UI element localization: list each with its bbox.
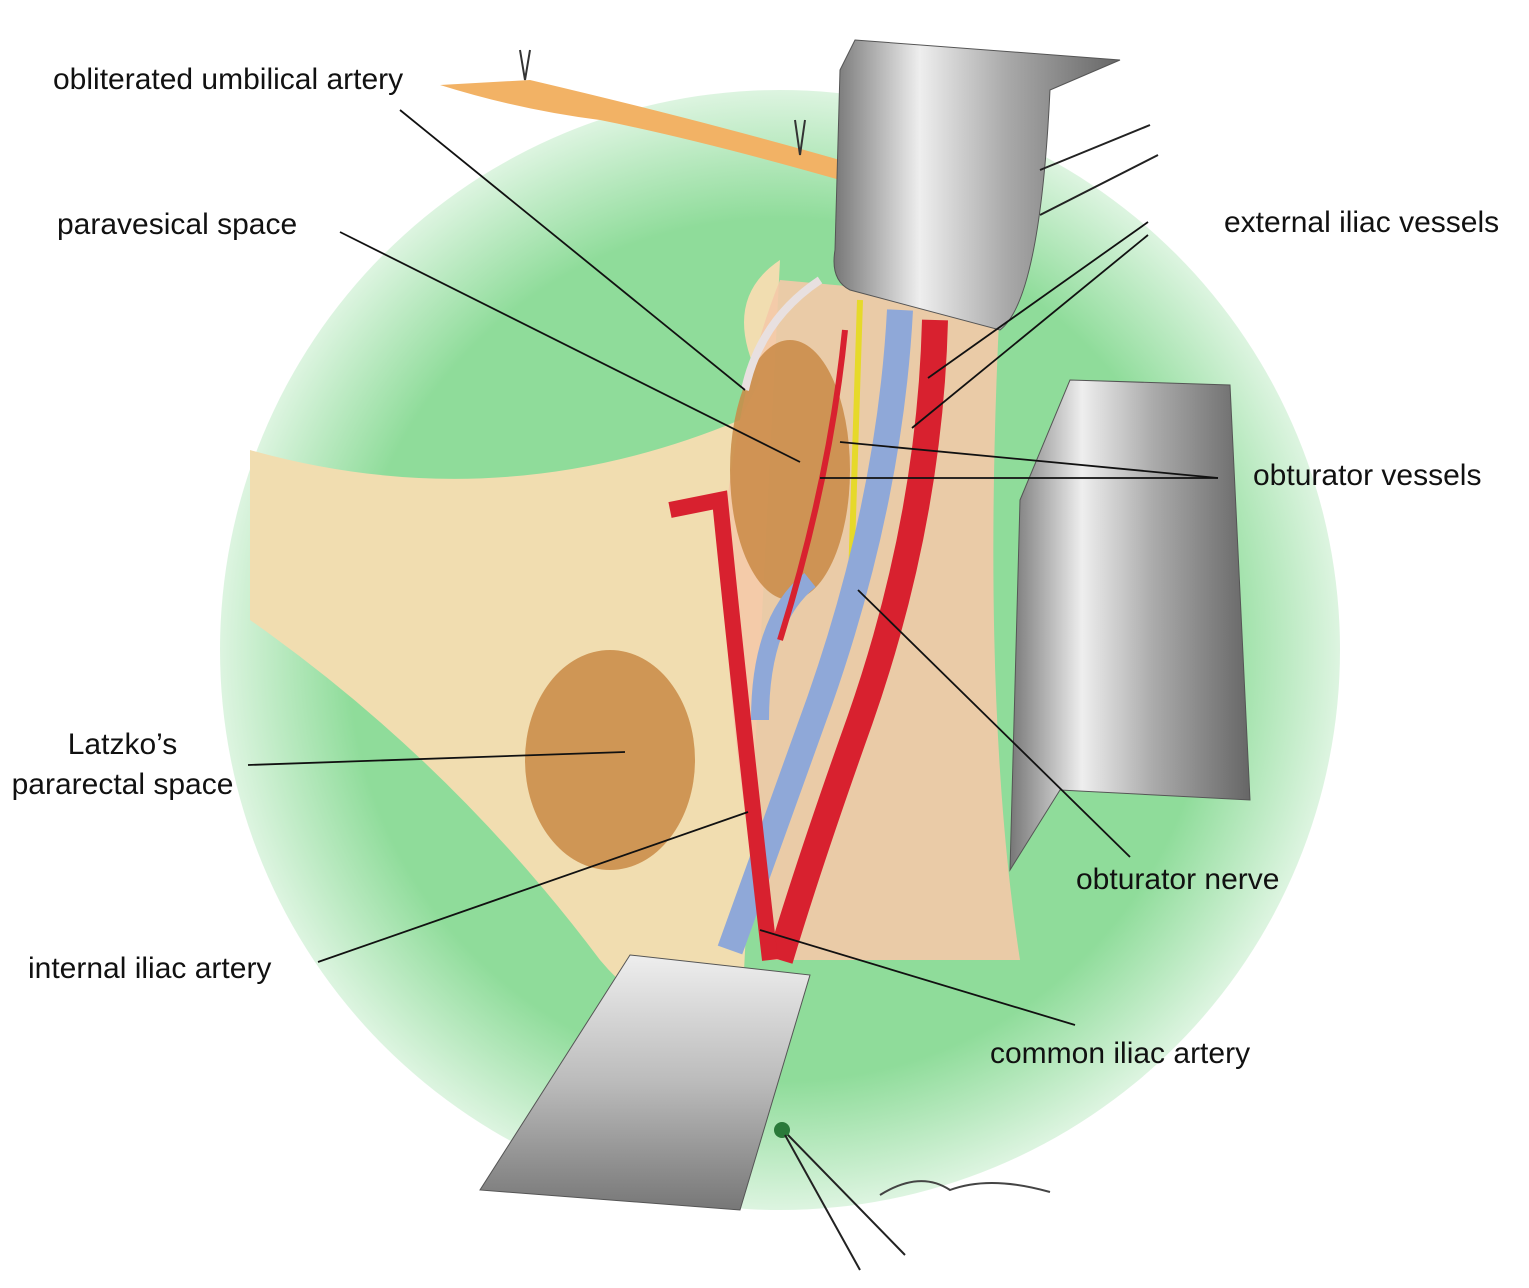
label-external-iliac-vessels: external iliac vessels	[1224, 206, 1500, 239]
label-pararectal-space: pararectal space	[11, 768, 234, 801]
leader-external-iliac-vein	[911, 234, 1149, 429]
retractor-bottom	[479, 954, 811, 1211]
label-obturator-nerve: obturator nerve	[1076, 863, 1280, 896]
label-obturator-vessels: obturator vessels	[1253, 459, 1482, 492]
obliterated-umbilical-artery	[741, 276, 823, 391]
leader-pararectal-space	[247, 751, 626, 766]
suture-icon	[519, 49, 806, 156]
leader-internal-iliac-artery	[317, 811, 749, 963]
artist-signature	[879, 1180, 1051, 1196]
internal-iliac-artery	[668, 490, 778, 961]
suture-threads	[784, 1134, 906, 1271]
label-paravesical-space: paravesical space	[57, 208, 298, 241]
leader-paravesical-space	[339, 231, 801, 463]
leader-external-iliac-artery	[927, 221, 1149, 379]
pararectal-space	[525, 650, 695, 870]
retractor-threads	[1039, 124, 1159, 216]
leader-common-iliac-artery	[759, 929, 1076, 1026]
peritoneal-edge	[440, 80, 840, 180]
obturator-artery	[777, 329, 848, 641]
suture-knot-icon	[774, 1122, 790, 1138]
leader-lines	[247, 109, 1219, 1026]
external-iliac-artery	[767, 319, 948, 964]
internal-iliac-vein	[751, 572, 816, 721]
leader-obturator-vein	[839, 441, 1219, 479]
label-common-iliac-artery: common iliac artery	[990, 1037, 1251, 1070]
retractor-top	[833, 39, 1121, 331]
label-latzko-line1: Latzko’s	[67, 728, 178, 761]
label-obliterated-umbilical-artery: obliterated umbilical artery	[53, 63, 404, 96]
label-internal-iliac-artery: internal iliac artery	[28, 952, 272, 985]
leader-obliterated-umbilical-artery	[399, 109, 746, 391]
retractor-right	[1009, 379, 1251, 872]
paravesical-space	[730, 340, 850, 600]
leader-obturator-nerve	[857, 589, 1131, 858]
